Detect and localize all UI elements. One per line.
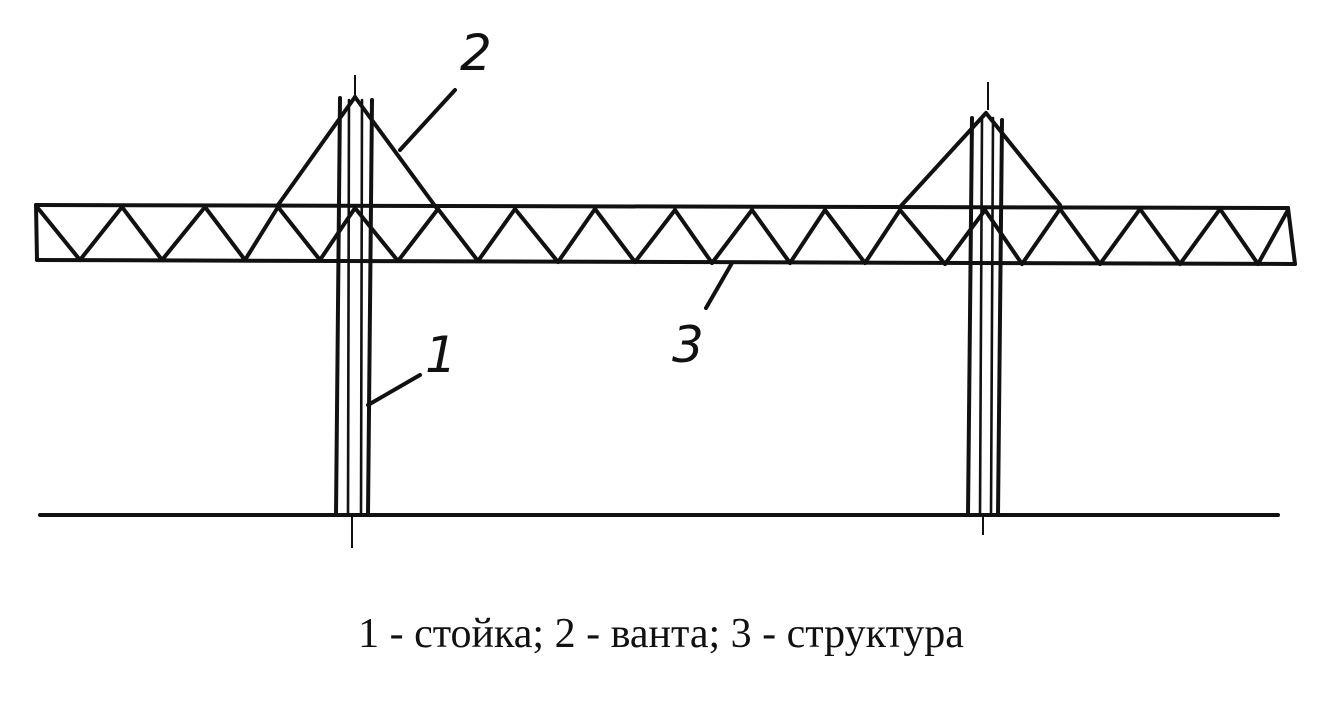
column-right <box>966 82 1004 535</box>
truss-diagonal <box>750 208 792 265</box>
column-right-outer-left <box>966 116 974 517</box>
truss-diagonal <box>898 208 947 266</box>
truss-diagonal <box>863 208 902 265</box>
truss-diagonal <box>1256 208 1290 266</box>
truss-diagonal <box>1138 207 1182 266</box>
truss-diagonal <box>1218 207 1260 266</box>
stays-left <box>276 95 440 212</box>
truss-diagonal <box>1098 207 1142 266</box>
leader-1 <box>366 373 422 407</box>
stay-right-b <box>984 111 1062 207</box>
stay-right-a <box>898 111 988 209</box>
truss-left-end <box>34 203 39 262</box>
callout-2: 2 <box>460 24 492 82</box>
truss-diagonal <box>823 208 867 265</box>
truss-diagonal <box>203 205 247 262</box>
truss-right-end <box>1286 206 1297 266</box>
callout-3: 3 <box>672 316 704 374</box>
leader-2 <box>398 88 457 152</box>
truss-diagonal <box>1058 207 1102 266</box>
truss-diagonal <box>436 207 480 263</box>
truss-diagonal <box>983 208 1024 266</box>
truss-diagonal <box>276 205 322 262</box>
truss-diagonal <box>513 207 560 264</box>
truss-diagonal <box>120 205 164 262</box>
column-right-inner-right <box>989 116 995 517</box>
stay-left-a <box>276 95 357 207</box>
column-left-outer-right <box>366 98 374 517</box>
truss-diagonal <box>318 206 357 262</box>
truss-diagonal <box>593 207 637 264</box>
truss-diagonal <box>943 208 987 266</box>
truss-diagonal <box>35 205 82 262</box>
truss-diagonal <box>396 207 440 263</box>
truss-diagonal <box>78 205 124 262</box>
stays-right <box>898 111 1062 209</box>
truss-diagonal <box>1178 207 1222 266</box>
truss-structure <box>34 203 1297 266</box>
truss-diagonal <box>353 206 400 263</box>
truss-diagonal <box>710 208 754 265</box>
truss-bottom-chord <box>35 258 1297 266</box>
stay-left-b <box>353 95 440 212</box>
column-right-inner-left <box>978 116 984 517</box>
column-left <box>334 75 374 548</box>
leader-3 <box>704 261 734 310</box>
column-left-outer-left <box>334 96 342 517</box>
callout-1: 1 <box>425 326 457 384</box>
truss-web <box>35 205 1290 266</box>
figure-caption: 1 - стойка; 2 - ванта; 3 - структура <box>358 611 964 657</box>
truss-diagonal <box>1020 207 1062 266</box>
truss-diagonal <box>556 207 597 264</box>
truss-diagonal <box>160 205 207 262</box>
truss-diagonal <box>633 208 677 264</box>
truss-diagonal <box>476 207 517 263</box>
truss-diagonal <box>788 208 827 265</box>
truss-top-chord <box>34 203 1290 210</box>
column-right-outer-right <box>996 118 1004 517</box>
truss-diagonal <box>673 208 714 265</box>
column-left-inner-left <box>346 98 351 517</box>
truss-diagonal <box>243 205 280 262</box>
column-left-inner-right <box>359 98 364 517</box>
